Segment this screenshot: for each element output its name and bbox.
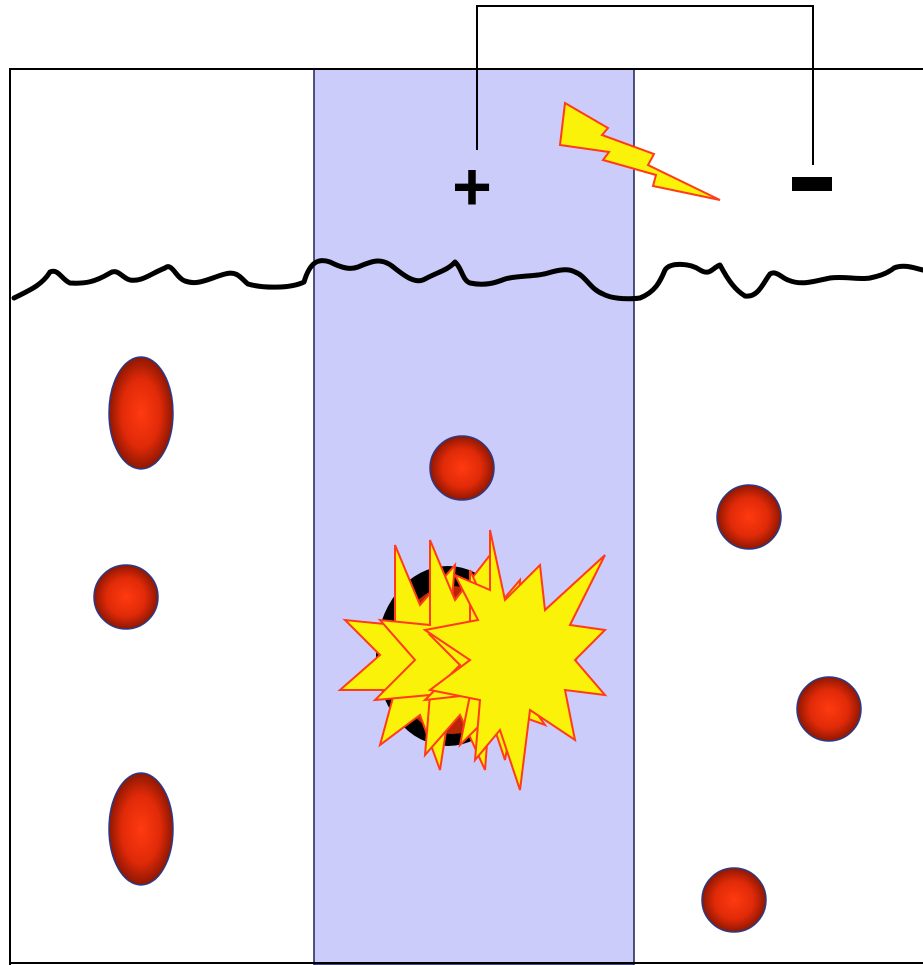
right-cell-top xyxy=(717,485,781,549)
anode-sign: + xyxy=(452,149,492,225)
right-cell-bottom xyxy=(702,868,766,932)
left-cell-circle xyxy=(94,565,158,629)
left-cell-ellipse-top xyxy=(109,357,173,469)
left-cell-ellipse-bottom xyxy=(109,773,173,885)
right-cell-middle xyxy=(797,677,861,741)
cathode-sign xyxy=(792,177,832,191)
center-cell-circle xyxy=(430,436,494,500)
